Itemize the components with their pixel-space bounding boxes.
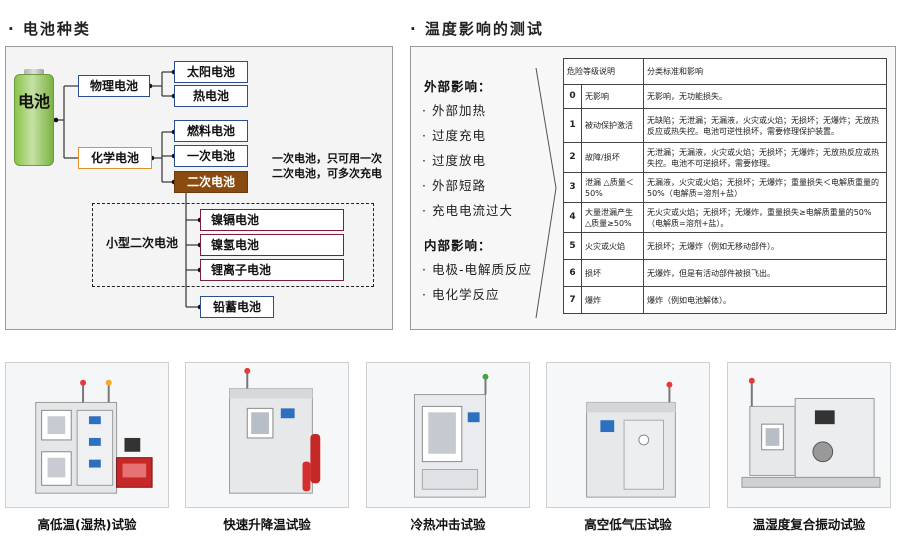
hazard-desc: 无火灾或火焰；无损坏；无爆炸，重量损失≥电解质重量的50%（电解质=溶剂+盐）。 — [643, 202, 887, 233]
internal-item-electrode: · 电极-电解质反应 — [422, 262, 532, 277]
test-caption-rapid-temp: 快速升降温试验 — [223, 517, 311, 532]
table-row: 5 火灾或火焰 无损坏；无爆炸（例如无移动部件）。 — [563, 232, 887, 260]
table-row: 4 大量泄漏产生 △质量≥50% 无火灾或火焰；无损坏；无爆炸，重量损失≥电解质… — [563, 202, 887, 233]
hazard-name: 损坏 — [581, 259, 644, 287]
nimh-battery-box: 镍氢电池 — [200, 234, 344, 256]
hazard-level: 3 — [563, 172, 582, 203]
nicd-battery-box: 镍镉电池 — [200, 209, 344, 231]
hazard-desc: 无缺陷；无泄漏；无漏液，火灾或火焰；无损坏；无爆炸；无放热反应或热失控。电池可逆… — [643, 108, 887, 143]
table-header: 分类标准和影响 — [643, 58, 887, 85]
test-caption-thermal-shock: 冷热冲击试验 — [410, 517, 486, 532]
battery-types-title: · 电池种类 — [8, 20, 91, 38]
external-item-overcharge: · 过度充电 — [422, 128, 486, 143]
hazard-desc: 爆炸（例如电池解体）。 — [643, 286, 887, 314]
hazard-desc: 无漏液，火灾或火焰；无损坏；无爆炸；重量损失＜电解质重量的50%（电解质=溶剂+… — [643, 172, 887, 203]
climate-chamber-dual-icon — [5, 362, 169, 508]
hazard-level: 1 — [563, 108, 582, 143]
table-row: 6 损坏 无爆炸，但是有活动部件被损飞出。 — [563, 259, 887, 287]
secondary-battery-note: 二次电池，可多次充电 — [272, 167, 382, 180]
li-ion-battery-box: 锂离子电池 — [200, 259, 344, 281]
hazard-level: 7 — [563, 286, 582, 314]
external-item-overdischarge: · 过度放电 — [422, 153, 486, 168]
hazard-desc: 无爆炸，但是有活动部件被损飞出。 — [643, 259, 887, 287]
vibration-chamber-icon — [727, 362, 891, 508]
fuel-cell-box: 燃料电池 — [174, 120, 248, 142]
chemical-battery-box: 化学电池 — [78, 147, 152, 169]
secondary-battery-box: 二次电池 — [174, 171, 248, 193]
hazard-name: 无影响 — [581, 84, 644, 109]
table-header: 危险等级说明 — [563, 58, 644, 85]
hazard-level: 4 — [563, 202, 582, 233]
external-item-heating: · 外部加热 — [422, 103, 486, 118]
primary-battery-box: 一次电池 — [174, 145, 248, 167]
solar-battery-box: 太阳电池 — [174, 61, 248, 83]
test-caption-high-low-temp: 高低温(湿热)试验 — [37, 517, 137, 532]
table-row: 0 无影响 无影响，无功能损失。 — [563, 84, 887, 109]
hazard-name: 火灾或火焰 — [581, 232, 644, 260]
altitude-chamber-icon — [546, 362, 710, 508]
hazard-level-table: 危险等级说明 分类标准和影响 0 无影响 无影响，无功能损失。 1 被动保护激活… — [563, 58, 887, 314]
external-item-overcurrent: · 充电电流过大 — [422, 203, 513, 218]
hazard-level: 0 — [563, 84, 582, 109]
hazard-name: 被动保护激活 — [581, 108, 644, 143]
thermal-shock-chamber-icon — [366, 362, 530, 508]
temperature-test-title: · 温度影响的测试 — [410, 20, 544, 38]
table-row: 2 故障/损坏 无泄漏；无漏液，火灾或火焰；无损坏；无爆炸；无放热反应或热失控。… — [563, 142, 887, 173]
lead-acid-battery-box: 铅蓄电池 — [200, 296, 274, 318]
hazard-desc: 无泄漏；无漏液，火灾或火焰；无损坏；无爆炸；无放热反应或热失控。电池不可逆损坏，… — [643, 142, 887, 173]
hazard-level: 5 — [563, 232, 582, 260]
rapid-temp-chamber-icon — [185, 362, 349, 508]
internal-influence-title: 内部影响： — [424, 238, 492, 253]
test-caption-vibration: 温湿度复合振动试验 — [752, 517, 866, 532]
hazard-name: 大量泄漏产生 △质量≥50% — [581, 202, 644, 233]
test-caption-altitude: 高空低气压试验 — [584, 517, 672, 532]
table-row: 7 爆炸 爆炸（例如电池解体）。 — [563, 286, 887, 314]
primary-battery-note: 一次电池，只可用一次 — [272, 152, 382, 165]
hazard-desc: 无影响，无功能损失。 — [643, 84, 887, 109]
small-secondary-label: 小型二次电池 — [106, 236, 179, 250]
battery-label: 电池 — [17, 92, 50, 111]
hazard-level: 2 — [563, 142, 582, 173]
hazard-level: 6 — [563, 259, 582, 287]
thermal-battery-box: 热电池 — [174, 85, 248, 107]
hazard-name: 故障/损坏 — [581, 142, 644, 173]
hazard-name: 爆炸 — [581, 286, 644, 314]
hazard-desc: 无损坏；无爆炸（例如无移动部件）。 — [643, 232, 887, 260]
internal-item-electrochemical: · 电化学反应 — [422, 287, 500, 302]
external-item-short-circuit: · 外部短路 — [422, 178, 486, 193]
table-header-row: 危险等级说明 分类标准和影响 — [563, 58, 887, 85]
external-influence-title: 外部影响： — [424, 79, 492, 94]
hazard-name: 泄漏 △质量＜50% — [581, 172, 644, 203]
small-secondary-group — [92, 203, 374, 287]
table-row: 3 泄漏 △质量＜50% 无漏液，火灾或火焰；无损坏；无爆炸；重量损失＜电解质重… — [563, 172, 887, 203]
battery-icon — [14, 74, 54, 166]
table-row: 1 被动保护激活 无缺陷；无泄漏；无漏液，火灾或火焰；无损坏；无爆炸；无放热反应… — [563, 108, 887, 143]
physical-battery-box: 物理电池 — [78, 75, 150, 97]
battery-terminal — [24, 69, 44, 76]
